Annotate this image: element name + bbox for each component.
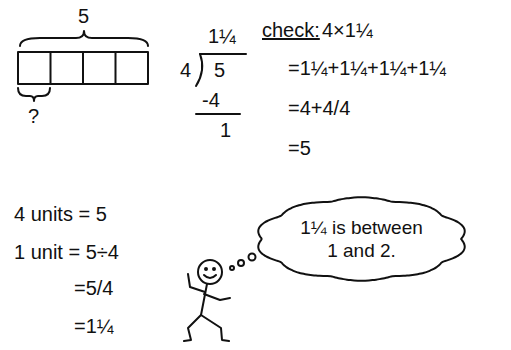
thought-bubble: 1¼ is between 1 and 2. xyxy=(262,200,461,278)
math-text: 1 unit = 5÷4 xyxy=(14,240,119,264)
thought-dot xyxy=(249,254,256,261)
math-text: =4+4/4 xyxy=(288,96,350,120)
math-text: 5 xyxy=(214,58,225,82)
thought-dot xyxy=(230,266,234,270)
math-text: 4×1¼ xyxy=(322,18,373,42)
figure-head xyxy=(198,260,222,284)
math-text: =1¼+1¼+1¼+1¼ xyxy=(288,56,446,80)
division-bar xyxy=(200,53,246,55)
math-text: 4 xyxy=(180,58,191,82)
math-text: ? xyxy=(28,104,39,128)
figure-leg xyxy=(201,315,229,341)
math-text: check: xyxy=(262,18,320,42)
figure-arm xyxy=(204,294,230,300)
subtraction-line xyxy=(196,113,240,115)
tape-divider xyxy=(50,52,52,84)
tape-divider xyxy=(115,52,117,84)
tape-bar xyxy=(18,52,148,84)
math-text: 5 xyxy=(78,4,89,28)
thought-dot xyxy=(238,260,244,266)
figure-body xyxy=(201,284,207,315)
figure-eye xyxy=(205,268,207,270)
math-text: =5/4 xyxy=(74,276,113,300)
cloud-outline xyxy=(262,200,461,278)
bubble-texts: 1¼ is between 1 and 2. xyxy=(297,216,427,262)
bottom-brace xyxy=(18,88,50,101)
division-bracket xyxy=(196,54,202,86)
figure-arm xyxy=(188,274,205,292)
thought-text: 1¼ is between 1 and 2. xyxy=(297,216,427,262)
math-text: =5 xyxy=(288,136,311,160)
cloud-path xyxy=(258,197,464,280)
tape-divider xyxy=(82,52,84,84)
math-text: 1 xyxy=(220,118,231,142)
math-text: -4 xyxy=(202,88,220,112)
math-text: 1¼ xyxy=(208,24,236,48)
figure-eye xyxy=(213,268,215,270)
top-brace xyxy=(20,31,148,46)
math-text: =1¼ xyxy=(74,314,113,338)
figure-leg xyxy=(184,315,201,341)
figure-smile xyxy=(204,275,216,278)
math-text: 4 units = 5 xyxy=(14,202,107,226)
